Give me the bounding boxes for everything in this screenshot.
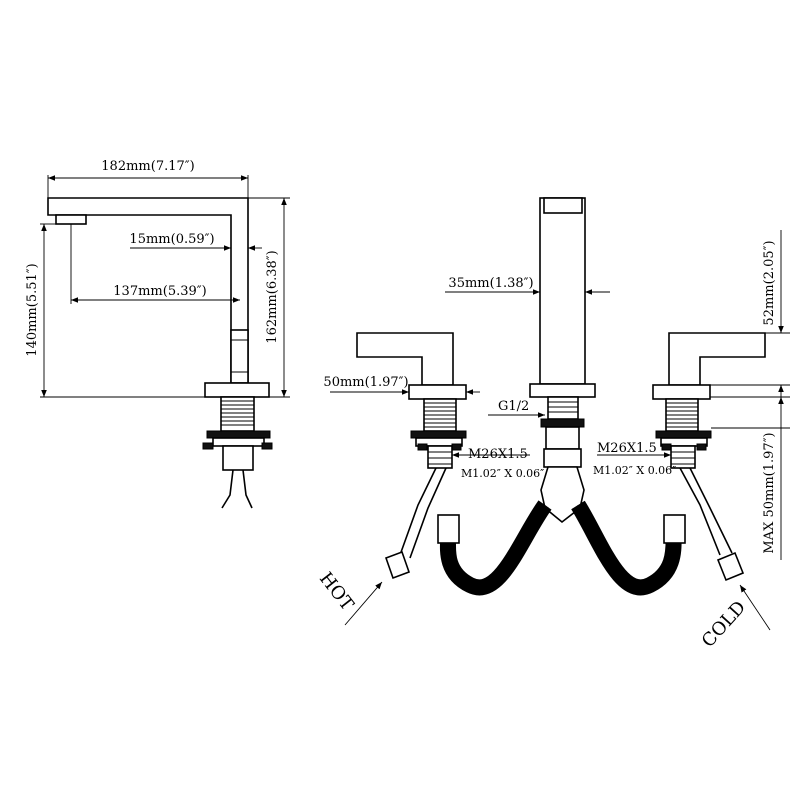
- hot-label-group: HOT: [315, 568, 383, 626]
- spout-height-dimension-label: 140mm(5.51″): [25, 263, 40, 356]
- side-view: 182mm(7.17″) 15mm(0.59″) 137mm(5.39″) 14…: [25, 159, 290, 509]
- max-deck-thickness-label: MAX 50mm(1.97″): [762, 432, 777, 553]
- handle-height-dimension-label: 52mm(2.05″): [762, 240, 777, 325]
- supply-lines: [384, 467, 745, 582]
- cold-label-group: COLD: [698, 584, 771, 652]
- front-dimensions: 35mm(1.38″) 52mm(2.05″) 50mm(1.97″) G1/2…: [323, 230, 790, 560]
- cold-handle: [652, 332, 766, 469]
- side-base: [202, 382, 273, 509]
- reach-dimension-label: 137mm(5.39″): [113, 284, 206, 299]
- hot-label: HOT: [315, 568, 358, 614]
- hot-handle: [356, 332, 467, 469]
- braided-hoses: [437, 500, 686, 596]
- right-thread-imperial-label: M1.02″ X 0.06″: [593, 464, 676, 477]
- left-thread-imperial-label: M1.02″ X 0.06″: [461, 467, 544, 480]
- right-thread-label: M26X1.5: [597, 441, 657, 456]
- side-shank-thread: [221, 400, 254, 426]
- left-thread-label: M26X1.5: [468, 447, 528, 462]
- center-spout: [529, 197, 596, 524]
- handle-base-dimension-label: 50mm(1.97″): [323, 375, 408, 390]
- spout-thread-label: G1/2: [498, 399, 529, 414]
- width-dimension-label: 182mm(7.17″): [101, 159, 194, 174]
- side-dimensions: 182mm(7.17″) 15mm(0.59″) 137mm(5.39″) 14…: [25, 159, 290, 398]
- front-view: 35mm(1.38″) 52mm(2.05″) 50mm(1.97″) G1/2…: [315, 197, 790, 652]
- total-height-dimension-label: 162mm(6.38″): [265, 250, 280, 343]
- spout-tip-dimension-label: 15mm(0.59″): [129, 232, 214, 247]
- spout-width-dimension-label: 35mm(1.38″): [448, 276, 533, 291]
- cold-label: COLD: [698, 597, 750, 652]
